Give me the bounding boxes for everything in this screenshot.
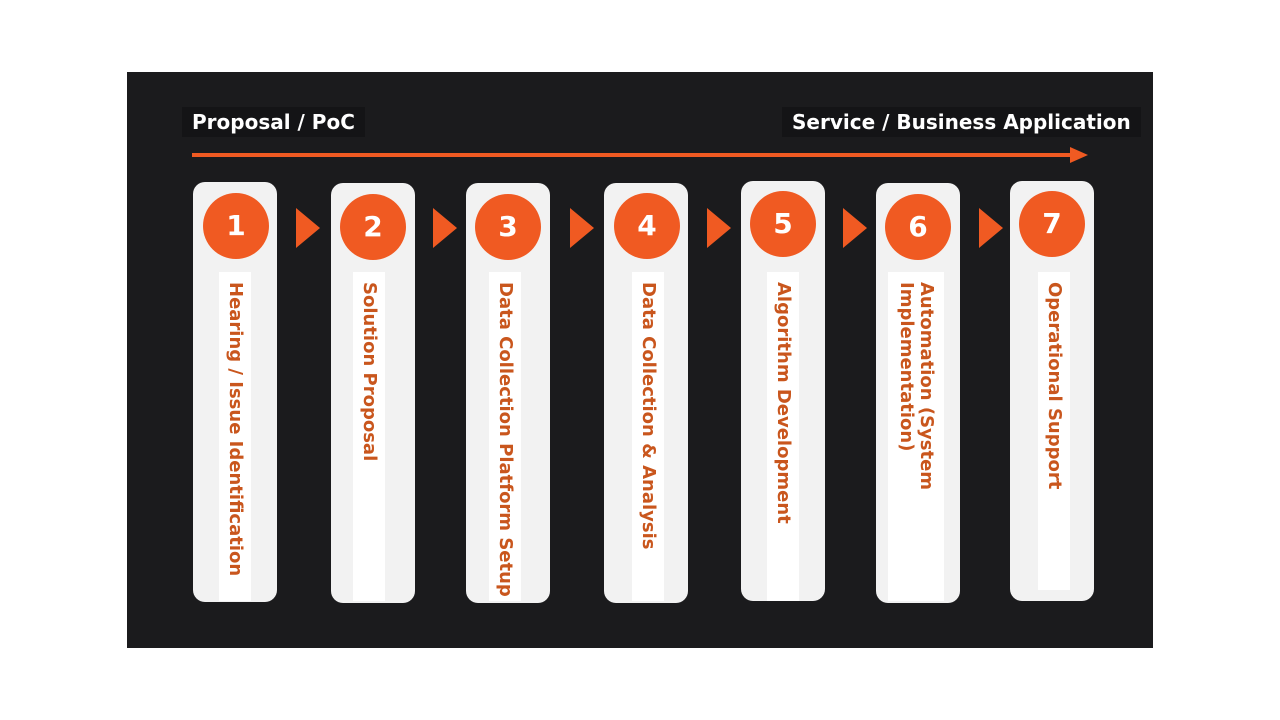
step-number-3: 3 — [475, 194, 541, 260]
step-label-strip-4: Data Collection & Analysis — [632, 272, 664, 601]
step-label-4: Data Collection & Analysis — [638, 282, 659, 550]
phase-start-label: Proposal / PoC — [182, 107, 365, 137]
chevron-right-icon — [707, 208, 731, 248]
step-label-strip-6: Automation (System Implementation) — [888, 272, 944, 601]
step-number-5: 5 — [750, 191, 816, 257]
step-number-7: 7 — [1019, 191, 1085, 257]
chevron-right-icon — [433, 208, 457, 248]
step-label-1: Hearing / Issue Identification — [225, 282, 246, 577]
chevron-right-icon — [979, 208, 1003, 248]
step-number-6: 6 — [885, 194, 951, 260]
chevron-right-icon — [843, 208, 867, 248]
chevron-right-icon — [296, 208, 320, 248]
step-label-strip-2: Solution Proposal — [353, 272, 385, 601]
step-label-strip-1: Hearing / Issue Identification — [219, 272, 251, 601]
step-label-strip-5: Algorithm Development — [767, 272, 799, 601]
phase-end-label: Service / Business Application — [782, 107, 1141, 137]
step-label-6: Automation (System Implementation) — [896, 282, 937, 491]
chevron-right-icon — [570, 208, 594, 248]
timeline-arrow — [192, 147, 1088, 163]
step-label-3: Data Collection Platform Setup — [495, 282, 516, 597]
step-label-strip-3: Data Collection Platform Setup — [489, 272, 521, 601]
step-label-5: Algorithm Development — [773, 282, 794, 524]
step-number-4: 4 — [614, 193, 680, 259]
step-number-2: 2 — [340, 194, 406, 260]
step-label-strip-7: Operational Support — [1038, 272, 1070, 590]
step-number-1: 1 — [203, 193, 269, 259]
step-label-2: Solution Proposal — [359, 282, 380, 462]
step-label-7: Operational Support — [1044, 282, 1065, 490]
